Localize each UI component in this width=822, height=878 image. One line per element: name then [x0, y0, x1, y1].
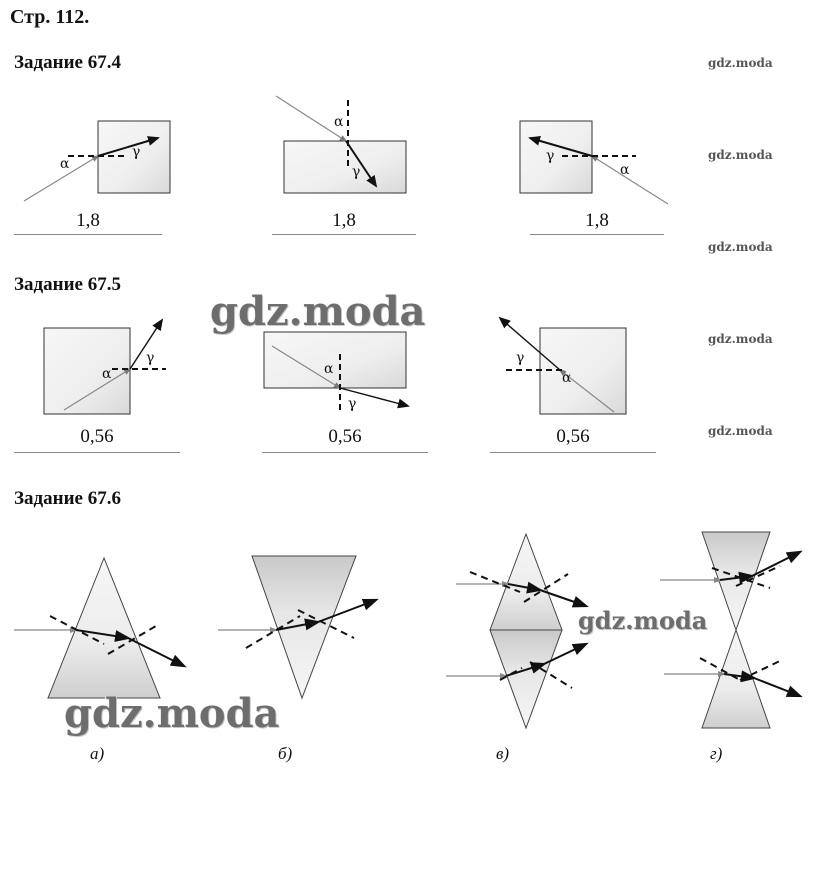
refraction-diagram-67-5: α γ α γ γ α — [43, 316, 627, 415]
watermark-large: gdz.moda — [210, 288, 426, 335]
answer-underline — [262, 452, 428, 453]
gamma-symbol: γ — [546, 148, 554, 164]
alpha-symbol: α — [620, 162, 630, 178]
gamma-symbol: γ — [348, 396, 356, 412]
gamma-symbol: γ — [352, 164, 360, 180]
figure-label-v: в) — [496, 744, 510, 763]
refraction-diagram-67-4: α γ α γ α γ — [23, 95, 669, 205]
watermark-large: gdz.moda — [64, 690, 280, 737]
watermark-small: gdz.moda — [708, 56, 773, 70]
watermark-medium: gdz.moda — [578, 606, 708, 635]
answer-underline — [272, 234, 416, 235]
alpha-symbol: α — [60, 156, 70, 172]
watermark-small: gdz.moda — [708, 148, 773, 162]
answer-67-4-3: 1,8 — [585, 210, 609, 231]
task-title-67-4: Задание 67.4 — [14, 52, 121, 73]
alpha-symbol: α — [102, 366, 112, 382]
answer-underline — [14, 234, 162, 235]
gamma-symbol: γ — [132, 144, 140, 160]
watermark-small: gdz.moda — [708, 332, 773, 346]
gamma-symbol: γ — [516, 350, 524, 366]
answer-underline — [530, 234, 664, 235]
figure-label-b: б) — [278, 744, 293, 763]
gamma-symbol: γ — [146, 350, 154, 366]
alpha-symbol: α — [562, 370, 572, 386]
figure-label-a: а) — [90, 744, 105, 763]
answer-67-5-1: 0,56 — [80, 426, 114, 447]
watermark-small: gdz.moda — [708, 424, 773, 438]
watermark-small: gdz.moda — [708, 240, 773, 254]
answer-67-4-2: 1,8 — [332, 210, 356, 231]
prism-diagram-67-6 — [14, 531, 803, 730]
task-title-67-5: Задание 67.5 — [14, 274, 121, 295]
page-label: Стр. 112. — [10, 6, 90, 28]
alpha-symbol: α — [324, 361, 334, 377]
alpha-symbol: α — [334, 114, 344, 130]
answer-underline — [490, 452, 656, 453]
answer-67-5-2: 0,56 — [328, 426, 362, 447]
task-title-67-6: Задание 67.6 — [14, 488, 121, 509]
answer-67-5-3: 0,56 — [556, 426, 590, 447]
answer-67-4-1: 1,8 — [76, 210, 100, 231]
figure-label-g: г) — [710, 744, 723, 763]
answer-underline — [14, 452, 180, 453]
